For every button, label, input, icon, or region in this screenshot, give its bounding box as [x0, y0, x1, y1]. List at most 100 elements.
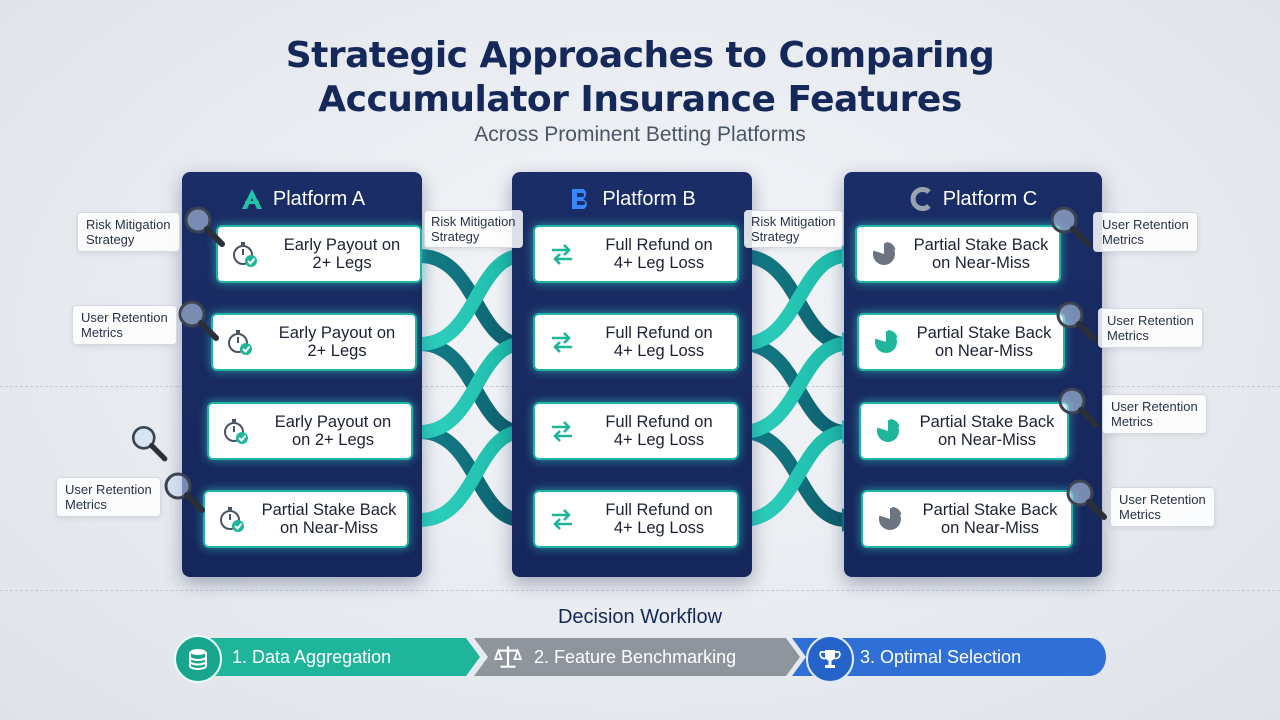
- card-line-2: 2+ Legs: [307, 342, 367, 360]
- card-line-2: on 2+ Legs: [291, 431, 375, 449]
- callout-line-1: User Retention: [65, 482, 152, 497]
- card-line-1: Partial Stake Back: [261, 501, 397, 519]
- letter-c-logo: [910, 187, 931, 211]
- platform-b-card-4[interactable]: Full Refund on 4+ Leg Loss: [533, 490, 739, 548]
- callout-line-1: Risk Mitigation: [86, 217, 171, 232]
- card-line-2: on Near-Miss: [934, 342, 1034, 360]
- card-line-1: Partial Stake Back: [922, 501, 1058, 519]
- workflow-step-1[interactable]: 1. Data Aggregation: [174, 635, 474, 683]
- callout-user-retention: User Retention Metrics: [72, 305, 177, 345]
- card-line-1: Early Payout on: [283, 236, 401, 254]
- platform-c-card-3[interactable]: Partial Stake Back on Near-Miss: [859, 402, 1069, 460]
- callout-line-2: Metrics: [81, 325, 123, 340]
- magnifier-icon: [184, 206, 225, 247]
- workflow-title: Decision Workflow: [557, 606, 723, 628]
- workflow-step-3-disc: [806, 635, 854, 683]
- letter-b-logo: [572, 189, 588, 209]
- swap-arrows-icon: [552, 509, 572, 530]
- magnifier-icon: [178, 300, 219, 341]
- platform-a-card-1[interactable]: Early Payout on 2+ Legs: [216, 225, 422, 283]
- callout-line-1: User Retention: [1102, 217, 1189, 232]
- workflow-step-3-label: 3. Optimal Selection: [860, 646, 1022, 667]
- page-subtitle: Across Prominent Betting Platforms: [474, 123, 806, 146]
- platform-b-card-2[interactable]: Full Refund on 4+ Leg Loss: [533, 313, 739, 371]
- flow-arrow-up-1-1: [419, 249, 523, 351]
- callout-line-1: User Retention: [1119, 492, 1206, 507]
- card-line-1: Partial Stake Back: [919, 413, 1055, 431]
- card-line-1: Full Refund on: [605, 501, 713, 519]
- swap-arrows-icon: [552, 421, 572, 442]
- callout-line-2: Strategy: [86, 232, 135, 247]
- platform-b-header: Platform B: [512, 186, 752, 212]
- callout-line-2: Metrics: [1107, 328, 1149, 343]
- card-line-1: Partial Stake Back: [913, 236, 1049, 254]
- card-line-1: Early Payout on: [274, 413, 392, 431]
- callout-user-retention: User Retention Metrics: [1102, 394, 1207, 434]
- flow-arrow-up-2-3: [741, 425, 847, 527]
- magnifier-icon: [1056, 301, 1097, 342]
- platform-b-card-1[interactable]: Full Refund on 4+ Leg Loss: [533, 225, 739, 283]
- callout-user-retention: User Retention Metrics: [1110, 487, 1215, 527]
- platform-b-card-3[interactable]: Full Refund on 4+ Leg Loss: [533, 402, 739, 460]
- pie-chart-icon: [876, 419, 900, 442]
- platform-a-header: Platform A: [182, 186, 422, 212]
- balance-scale-icon: [494, 646, 522, 668]
- workflow-step-1-label: 1. Data Aggregation: [232, 646, 392, 667]
- pie-chart-icon: [874, 330, 898, 353]
- flow-arrow-up-2-2: [741, 337, 847, 439]
- platform-c-name: Platform C: [942, 187, 1038, 210]
- card-line-1: Full Refund on: [605, 413, 713, 431]
- platform-c-header: Platform C: [844, 186, 1102, 212]
- workflow-step-2-label: 2. Feature Benchmarking: [534, 646, 737, 667]
- pie-chart-icon: [872, 242, 896, 265]
- magnifier-icon: [1050, 206, 1091, 247]
- card-line-2: on Near-Miss: [279, 519, 379, 537]
- workflow-step-2[interactable]: 2. Feature Benchmarking: [494, 638, 794, 676]
- platform-a-name: Platform A: [272, 187, 366, 210]
- stopwatch-check-icon: [220, 507, 244, 532]
- platform-a-card-3[interactable]: Early Payout on on 2+ Legs: [207, 402, 413, 460]
- magnifier-icon: [131, 425, 168, 462]
- card-line-2: on Near-Miss: [931, 254, 1031, 272]
- callout-risk-mitigation: Risk Mitigation Strategy: [744, 210, 843, 248]
- database-icon: [189, 649, 207, 670]
- flow-arrow-up-1-2: [419, 337, 523, 439]
- workflow-step-3[interactable]: 3. Optimal Selection: [806, 635, 1106, 683]
- card-line-2: 4+ Leg Loss: [613, 431, 705, 449]
- workflow-step-1-disc: [174, 635, 222, 683]
- card-line-1: Full Refund on: [605, 324, 713, 342]
- callout-line-1: User Retention: [81, 310, 168, 325]
- card-line-1: Partial Stake Back: [916, 324, 1052, 342]
- card-line-2: 4+ Leg Loss: [613, 254, 705, 272]
- card-line-2: 4+ Leg Loss: [613, 519, 705, 537]
- callout-risk-mitigation: Risk Mitigation Strategy: [77, 212, 180, 252]
- callout-line-2: Strategy: [431, 229, 480, 244]
- page-title: Strategic Approaches to Comparing Accumu…: [0, 34, 1280, 122]
- title-line-1: Strategic Approaches to Comparing: [285, 35, 995, 76]
- platform-c-card-4[interactable]: Partial Stake Back on Near-Miss: [861, 490, 1073, 548]
- callout-user-retention: User Retention Metrics: [56, 477, 161, 517]
- stopwatch-check-icon: [228, 330, 252, 355]
- stopwatch-check-icon: [233, 242, 257, 267]
- card-line-1: Full Refund on: [605, 236, 713, 254]
- flow-arrow-up-1-3: [419, 425, 523, 527]
- platform-a-card-4[interactable]: Partial Stake Back on Near-Miss: [203, 490, 409, 548]
- callout-line-2: Strategy: [751, 229, 800, 244]
- letter-a-logo: [241, 189, 262, 209]
- platform-c-card-1[interactable]: Partial Stake Back on Near-Miss: [855, 225, 1061, 283]
- callout-line-1: Risk Mitigation: [431, 214, 516, 229]
- platform-a-card-2[interactable]: Early Payout on 2+ Legs: [211, 313, 417, 371]
- guide-line: [0, 590, 1280, 591]
- callout-user-retention: User Retention Metrics: [1093, 212, 1198, 252]
- callout-risk-mitigation: Risk Mitigation Strategy: [424, 210, 523, 248]
- title-line-2: Accumulator Insurance Features: [318, 79, 962, 120]
- magnifier-icon: [1058, 387, 1099, 428]
- platform-b-name: Platform B: [602, 187, 696, 210]
- platform-c-card-2[interactable]: Partial Stake Back on Near-Miss: [857, 313, 1065, 371]
- callout-line-1: User Retention: [1111, 399, 1198, 414]
- callout-line-2: Metrics: [1119, 507, 1161, 522]
- magnifier-icon: [1066, 479, 1107, 520]
- callout-line-2: Metrics: [1111, 414, 1153, 429]
- pie-chart-icon: [878, 507, 902, 530]
- callout-line-1: User Retention: [1107, 313, 1194, 328]
